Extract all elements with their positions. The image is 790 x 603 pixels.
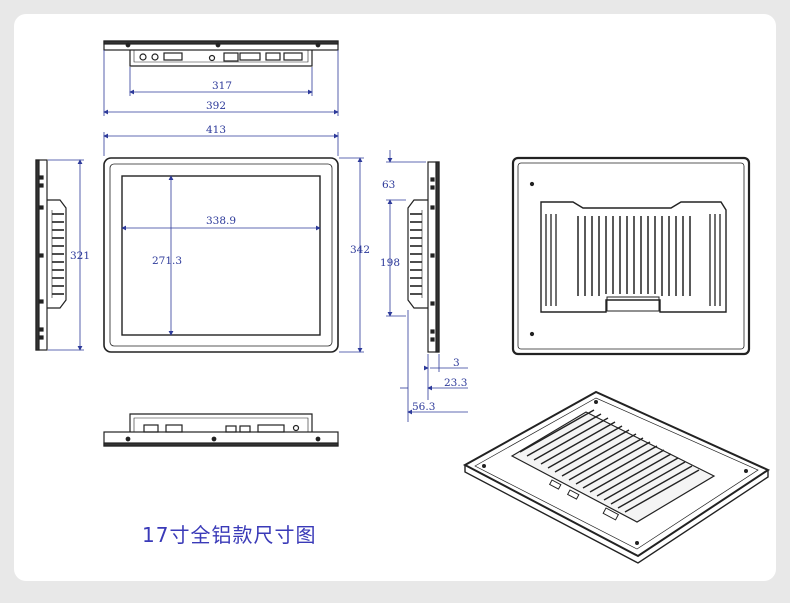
- bottom-view: [103, 413, 339, 447]
- dim-side-top-offset: 63: [382, 179, 395, 191]
- left-side-dims: [48, 159, 84, 351]
- dim-screen-width: 338.9: [206, 215, 236, 227]
- dim-front-height: 342: [350, 244, 370, 256]
- dim-screen-height: 271.3: [152, 255, 182, 267]
- dim-side-left-height: 321: [70, 250, 90, 262]
- dim-side-d1: 3: [453, 357, 460, 369]
- dim-top-outer: 392: [206, 100, 226, 112]
- dim-front-width: 413: [206, 124, 226, 136]
- front-screen-dims: [121, 157, 364, 353]
- front-dim-top: [103, 132, 339, 156]
- drawing-caption: 17寸全铝款尺寸图: [142, 523, 317, 547]
- left-side-view: [35, 159, 67, 351]
- top-view: [103, 40, 339, 67]
- top-dimensions: [103, 50, 339, 116]
- dim-side-mount-height: 198: [380, 257, 400, 269]
- dim-side-d3: 56.3: [412, 401, 435, 413]
- isometric-view: [462, 390, 771, 564]
- back-view: [511, 156, 751, 356]
- dim-side-d2: 23.3: [444, 377, 467, 389]
- right-side-dims: [386, 150, 468, 422]
- front-view: [103, 157, 339, 353]
- dim-top-inner: 317: [212, 80, 232, 92]
- right-side-view: [407, 161, 440, 353]
